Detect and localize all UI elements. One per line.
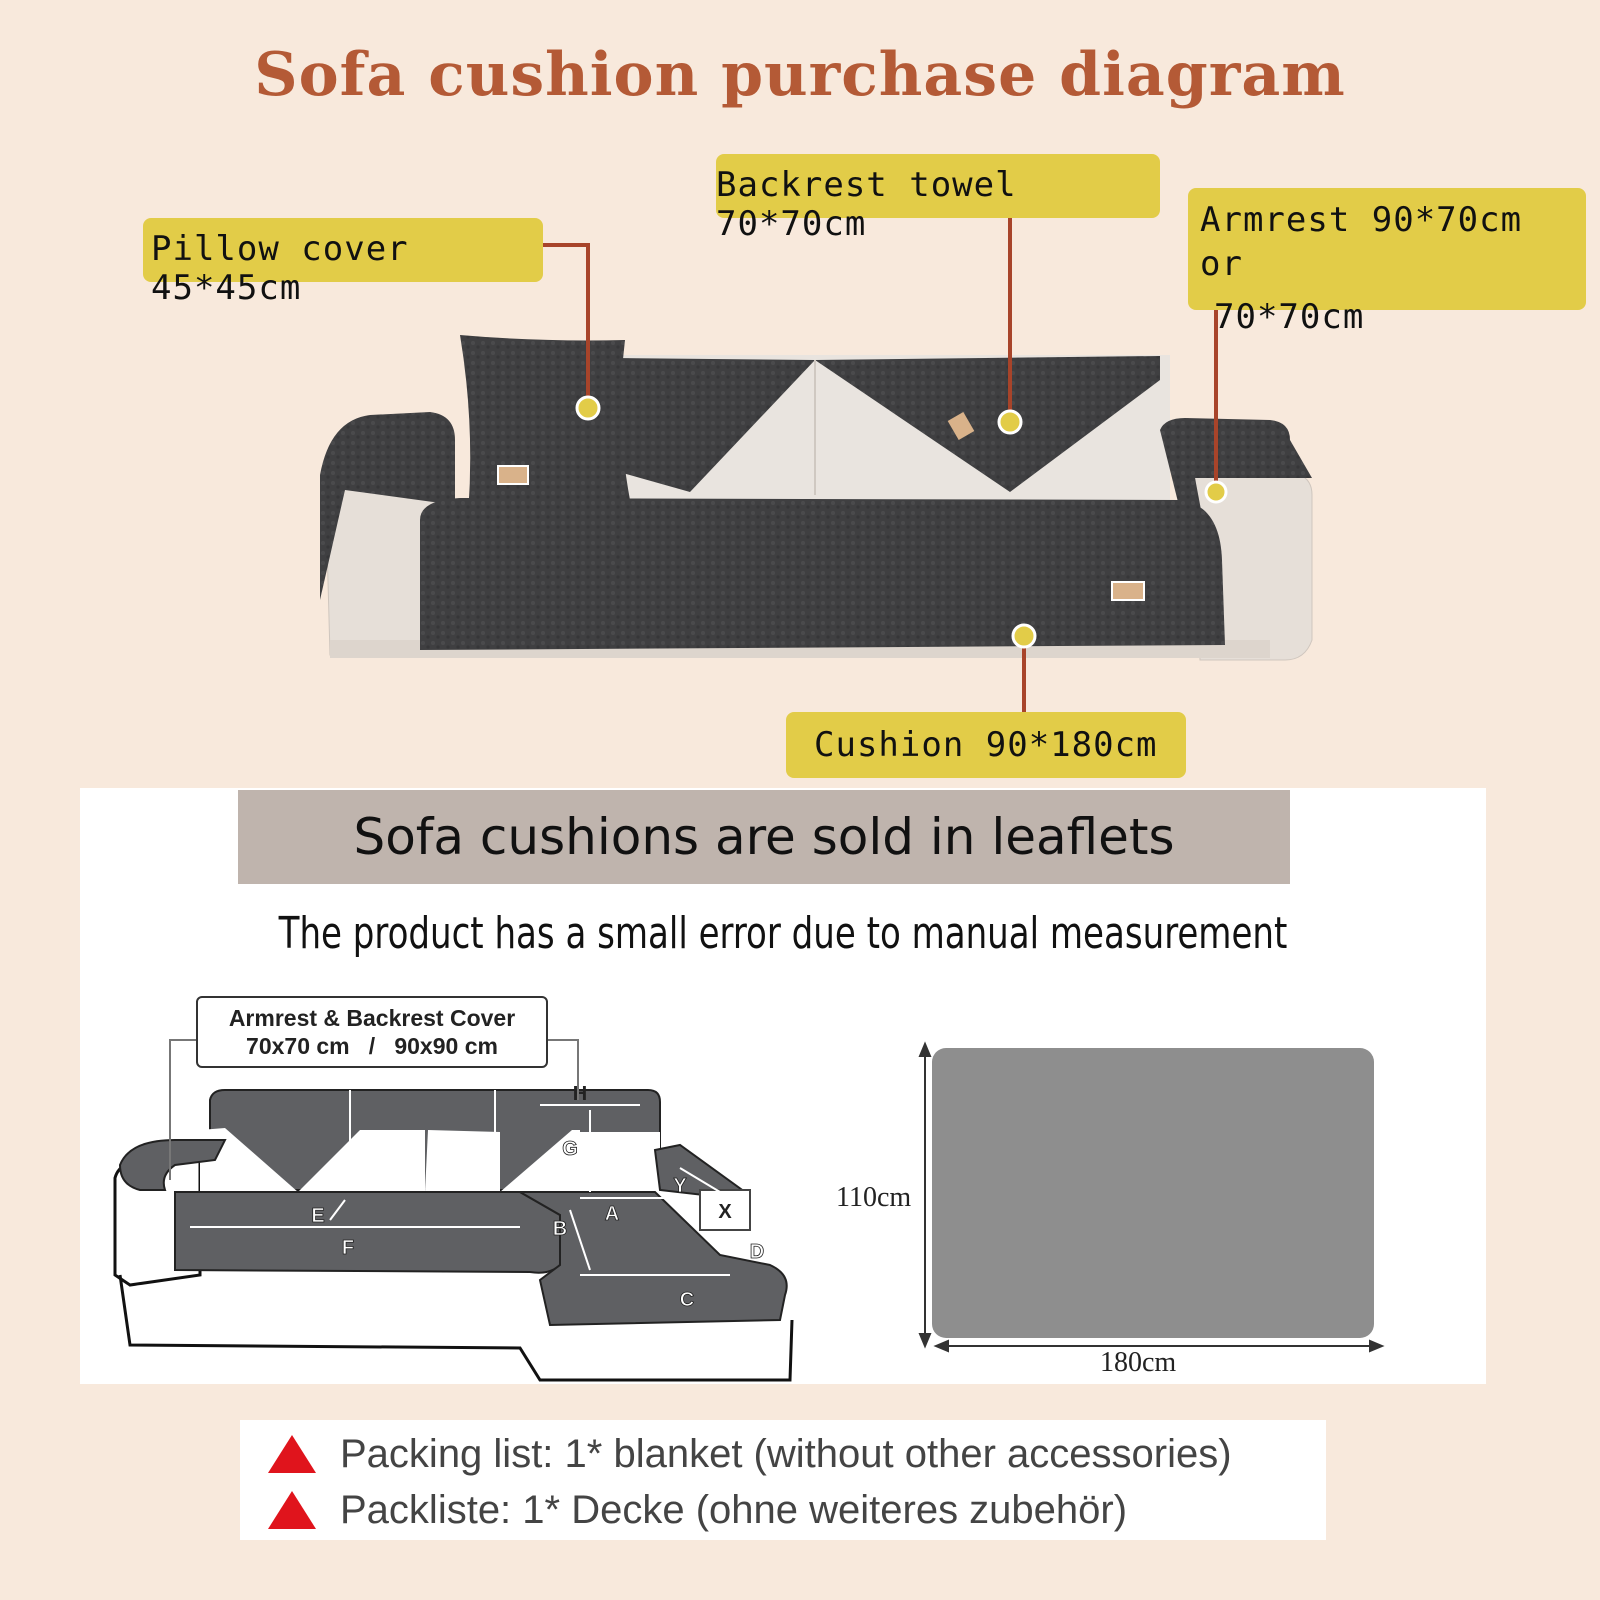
packing-list-de-text: Packliste: 1* Decke (ohne weiteres zubeh… bbox=[340, 1487, 1128, 1532]
backrest-towel-left bbox=[612, 358, 815, 492]
right-arm-frame bbox=[1194, 469, 1313, 661]
label-h: H bbox=[573, 1083, 587, 1105]
cushion-label: Cushion 90*180cm bbox=[786, 712, 1186, 778]
l-sofa-diagram: H G Y X E A B D F C bbox=[113, 1083, 794, 1382]
armrest-label-line1: Armrest 90*70cm or bbox=[1200, 200, 1523, 284]
backrest-towel-right bbox=[815, 356, 1160, 492]
label-e: E bbox=[311, 1205, 324, 1227]
blanket-width-label: 180cm bbox=[1100, 1347, 1177, 1378]
label-y: Y bbox=[673, 1175, 687, 1197]
armrest-label: Armrest 90*70cm or 70*70cm bbox=[1188, 188, 1586, 337]
packing-list-en-text: Packing list: 1* blanket (without other … bbox=[340, 1431, 1232, 1476]
seat-cushion bbox=[420, 498, 1225, 650]
cover-size-values: 70x70 cm / 90x90 cm bbox=[246, 1033, 498, 1059]
label-c: C bbox=[680, 1289, 694, 1311]
blanket-height-label: 110cm bbox=[836, 1182, 912, 1213]
label-b: B bbox=[553, 1218, 567, 1240]
blanket-rectangle bbox=[932, 1048, 1374, 1338]
blanket-dimension-lines bbox=[918, 1041, 1385, 1353]
warning-triangle-icon bbox=[268, 1491, 316, 1529]
page-title: Sofa cushion purchase diagram bbox=[254, 40, 1346, 110]
label-d: D bbox=[750, 1241, 764, 1263]
leaflets-banner: Sofa cushions are sold in leaflets bbox=[238, 790, 1290, 884]
warning-triangle-icon bbox=[268, 1435, 316, 1473]
packing-list-de: Packliste: 1* Decke (ohne weiteres zubeh… bbox=[268, 1482, 1127, 1538]
callout-dots bbox=[575, 395, 1228, 649]
packing-list: Packing list: 1* blanket (without other … bbox=[240, 1420, 1326, 1540]
backrest-towel-label: Backrest towel 70*70cm bbox=[716, 154, 1160, 244]
left-armrest-cover bbox=[320, 412, 455, 600]
packing-list-en: Packing list: 1* blanket (without other … bbox=[268, 1426, 1232, 1482]
pillow bbox=[460, 335, 630, 515]
label-g: G bbox=[562, 1138, 578, 1160]
leader-lines bbox=[540, 212, 1218, 712]
sofa-illustration bbox=[320, 212, 1313, 712]
armrest-label-line2: 70*70cm bbox=[1214, 297, 1365, 337]
label-x: X bbox=[718, 1201, 732, 1223]
cover-size-box: Armrest & Backrest Cover 70x70 cm / 90x9… bbox=[196, 996, 548, 1068]
cover-connector-lines bbox=[169, 1039, 579, 1180]
pillow-cover-label: Pillow cover 45*45cm bbox=[143, 218, 543, 308]
measurement-note: The product has a small error due to man… bbox=[278, 908, 1288, 959]
label-f: F bbox=[342, 1237, 354, 1259]
label-a: A bbox=[605, 1203, 619, 1225]
cover-size-title: Armrest & Backrest Cover bbox=[228, 1005, 516, 1031]
